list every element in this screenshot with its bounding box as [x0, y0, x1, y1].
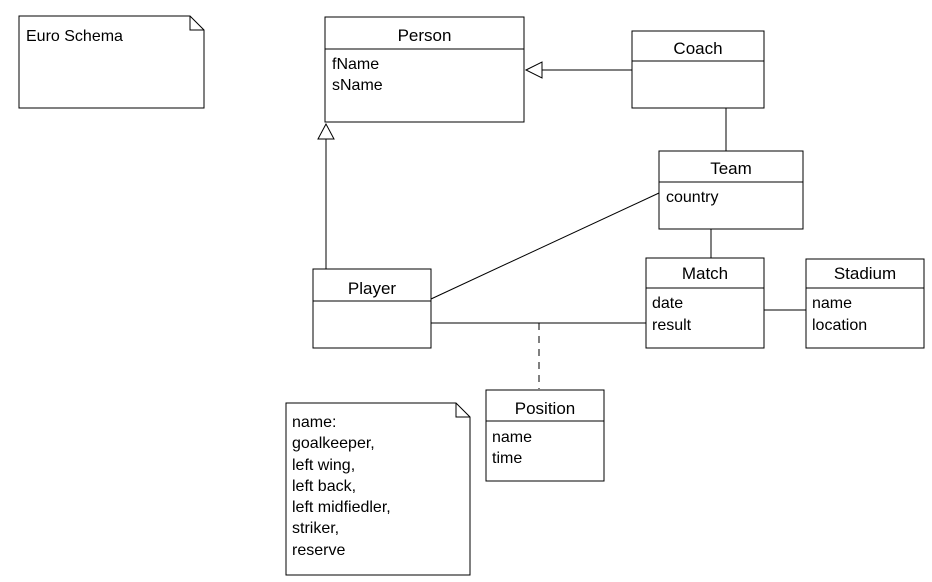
note-position-names: name: goalkeeper, left wing, left back, …	[285, 402, 471, 576]
class-position: Position name time	[485, 389, 605, 482]
class-team-name: Team	[710, 159, 752, 178]
note-position-line: name:	[292, 414, 336, 431]
generalization-arrowhead-player	[317, 122, 335, 140]
note-position-line: reserve	[292, 542, 345, 559]
class-player-name: Player	[348, 279, 397, 298]
class-person-attribute: sName	[332, 77, 383, 94]
class-match-attribute: result	[652, 317, 692, 334]
class-person-attribute: fName	[332, 56, 379, 73]
class-team: Team country	[658, 150, 804, 230]
class-person-name: Person	[398, 26, 452, 45]
class-match: Match date result	[645, 257, 765, 349]
note-position-line: left midfiedler,	[292, 499, 391, 516]
note-euro-schema-text: Euro Schema	[26, 28, 123, 45]
class-match-attribute: date	[652, 295, 683, 312]
class-position-attribute: name	[492, 429, 532, 446]
note-euro-schema: Euro Schema	[18, 15, 205, 109]
note-position-line: goalkeeper,	[292, 435, 375, 452]
class-team-attribute: country	[666, 189, 718, 206]
generalization-arrowhead-coach	[524, 61, 543, 79]
class-stadium-name: Stadium	[834, 264, 896, 283]
association-team-player	[430, 192, 660, 300]
class-match-name: Match	[682, 264, 728, 283]
class-stadium-attribute: name	[812, 295, 852, 312]
note-position-line: left wing,	[292, 457, 355, 474]
class-position-name: Position	[515, 399, 575, 418]
class-player: Player	[312, 268, 432, 349]
note-position-line: striker,	[292, 520, 339, 537]
note-position-line: left back,	[292, 478, 356, 495]
class-position-attribute: time	[492, 450, 522, 467]
class-stadium: Stadium name location	[805, 258, 925, 349]
class-coach: Coach	[631, 30, 765, 109]
class-person: Person fName sName	[324, 16, 525, 123]
class-stadium-attribute: location	[812, 317, 867, 334]
class-coach-name: Coach	[673, 39, 722, 58]
